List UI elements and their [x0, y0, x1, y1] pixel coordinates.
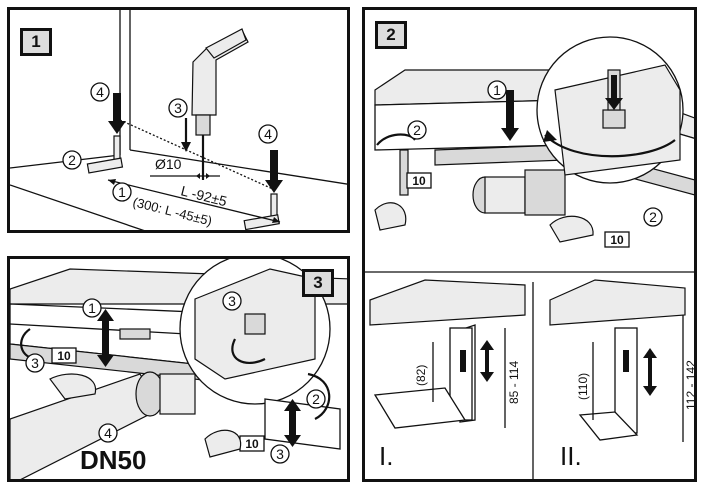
variant-ii-label: II. [560, 441, 582, 471]
callout-4: 4 [104, 425, 112, 441]
callout-2: 2 [68, 152, 76, 168]
wrench-size-left: 10 [57, 349, 71, 363]
callout-1: 1 [88, 300, 96, 316]
step-1-illustration: 4 4 3 2 1 Ø10 L -92±5 (300: L -45±5) [10, 10, 347, 230]
callout-3-right: 3 [276, 446, 284, 462]
callout-3-left: 3 [31, 355, 39, 371]
panel-step-1: 4 4 3 2 1 Ø10 L -92±5 (300: L -45±5) 1 [7, 7, 350, 233]
wrench-size-right: 10 [245, 437, 259, 451]
callout-1: 1 [493, 82, 501, 98]
drill-icon [191, 28, 249, 180]
panel-step-2: 1 2 10 2 10 (8 [362, 7, 697, 482]
step-number-3: 3 [302, 269, 334, 297]
variant-i-label: I. [379, 441, 393, 471]
callout-4-right: 4 [264, 126, 272, 142]
callout-1: 1 [118, 184, 126, 200]
panel-step-3: 1 3 3 10 2 10 3 4 DN50 3 [7, 256, 350, 482]
callout-3-detail: 3 [228, 293, 236, 309]
pipe-icon [10, 371, 196, 479]
hand-icon [49, 373, 97, 400]
callout-2-left: 2 [413, 122, 421, 138]
hand-icon [374, 202, 407, 231]
drill-diameter-label: Ø10 [155, 156, 182, 172]
dim-ii-inner: (110) [576, 373, 590, 400]
step-3-illustration: 1 3 3 10 2 10 3 4 DN50 [10, 259, 347, 479]
length-label: L -92±5 [179, 182, 229, 209]
wrench-size-right: 10 [610, 233, 624, 247]
dim-ii-outer: 112 - 142 [684, 360, 697, 410]
pipe-size-label: DN50 [80, 445, 146, 475]
dim-i-outer: 85 - 114 [507, 361, 521, 404]
pipe-icon [472, 169, 566, 216]
step-number-2: 2 [375, 21, 407, 49]
wrench-size-left: 10 [412, 174, 426, 188]
hand-icon [549, 215, 594, 243]
callout-4-left: 4 [96, 84, 104, 100]
hand-icon [204, 429, 242, 458]
callout-2: 2 [312, 391, 320, 407]
dim-i-inner: (82) [414, 365, 428, 386]
step-2-illustration: 1 2 10 2 10 (8 [365, 36, 697, 479]
step-number-1: 1 [20, 28, 52, 56]
callout-2-right: 2 [649, 209, 657, 225]
callout-3: 3 [174, 100, 182, 116]
